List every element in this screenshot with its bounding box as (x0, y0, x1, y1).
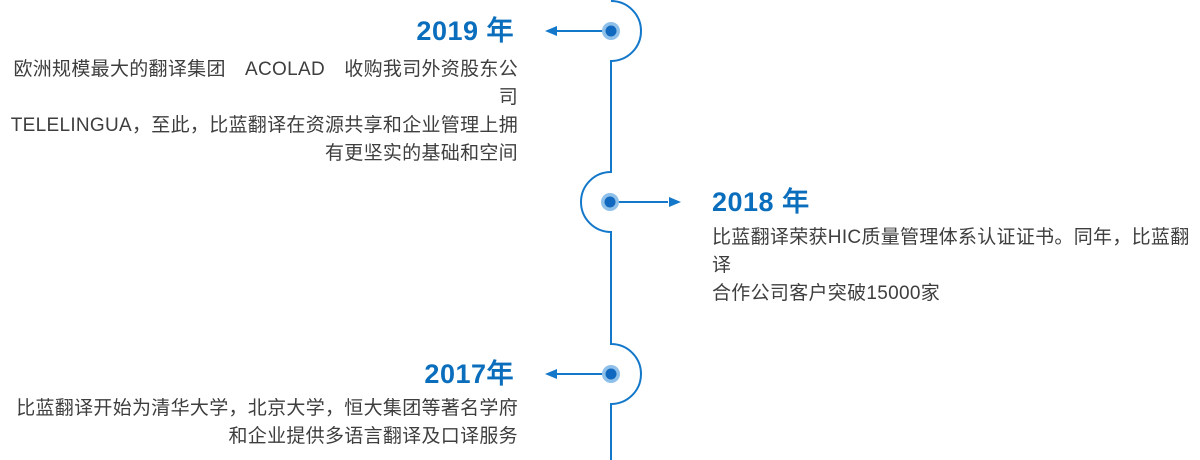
milestone-text-2019: 欧洲规模最大的翻译集团 ACOLAD 收购我司外资股东公司 TELELINGUA… (0, 56, 518, 168)
milestone-dot-2018 (604, 196, 616, 208)
year-label-2017: 2017年 (424, 359, 514, 389)
milestone-text-line: 比蓝翻译开始为清华大学，北京大学，恒大集团等著名学府 (16, 398, 518, 419)
arrow-2019-left-icon (545, 26, 557, 36)
milestone-text-line: 欧洲规模最大的翻译集团 ACOLAD 收购我司外资股东公司 (13, 59, 518, 108)
milestone-text-line: TELELINGUA，至此，比蓝翻译在资源共享和企业管理上拥 (10, 115, 518, 136)
arrow-2018-right-icon (669, 197, 681, 207)
milestone-text-line: 有更坚实的基础和空间 (324, 143, 518, 164)
milestone-dot-2017 (605, 368, 617, 380)
milestone-text-line: 和企业提供多语言翻译及口译服务 (228, 426, 518, 447)
milestone-dot-2019 (605, 25, 617, 37)
milestone-text-line: 比蓝翻译荣获HIC质量管理体系认证证书。同年，比蓝翻译 (712, 227, 1190, 276)
timeline-spine-line (580, 0, 642, 460)
year-label-2018: 2018 年 (712, 187, 810, 217)
year-label-2019: 2019 年 (416, 16, 514, 46)
milestone-text-line: 合作公司客户突破15000家 (712, 283, 941, 304)
milestone-text-2018: 比蓝翻译荣获HIC质量管理体系认证证书。同年，比蓝翻译 合作公司客户突破1500… (712, 224, 1194, 308)
arrow-2017-left-icon (545, 369, 557, 379)
milestone-text-2017: 比蓝翻译开始为清华大学，北京大学，恒大集团等著名学府 和企业提供多语言翻译及口译… (0, 395, 518, 451)
